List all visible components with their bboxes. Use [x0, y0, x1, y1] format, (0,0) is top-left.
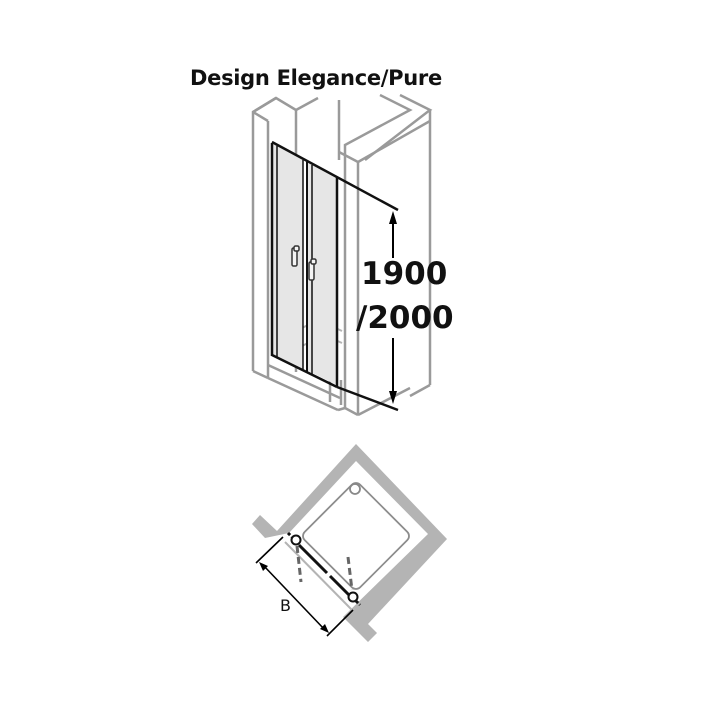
- width-dimension: [255, 536, 354, 637]
- elevation-view: [251, 93, 433, 417]
- floor-base-outline: [267, 363, 346, 412]
- diagram-title: Design Elegance/Pure: [190, 66, 442, 90]
- handles: [291, 245, 317, 281]
- tray-front-edge: [284, 541, 354, 612]
- bottom-dimension-line: [336, 385, 399, 412]
- right-wall-outline: [338, 93, 433, 417]
- top-rail-dimension-line: [271, 140, 399, 212]
- right-glass-panel: [308, 163, 337, 385]
- handle-left-icon: [291, 245, 300, 267]
- shower-tray: [302, 482, 410, 590]
- drain-icon: [349, 483, 361, 495]
- swing-path-right: [346, 556, 354, 591]
- handle-right-icon: [308, 258, 317, 281]
- height-dimension-label-alt: /2000: [356, 300, 454, 336]
- frame-bottom: [271, 353, 338, 389]
- hinge-left-icon: [290, 534, 302, 546]
- height-dimension-arrow: [389, 211, 397, 404]
- plan-view: [252, 444, 447, 642]
- width-dimension-label: B: [280, 596, 291, 615]
- left-glass-panel: [272, 143, 303, 370]
- door-panels: [270, 140, 399, 412]
- wall-shape: [252, 444, 447, 642]
- hinge-right-icon: [347, 591, 359, 603]
- height-dimension-label: 1900: [361, 256, 448, 292]
- swing-path-left: [295, 545, 303, 583]
